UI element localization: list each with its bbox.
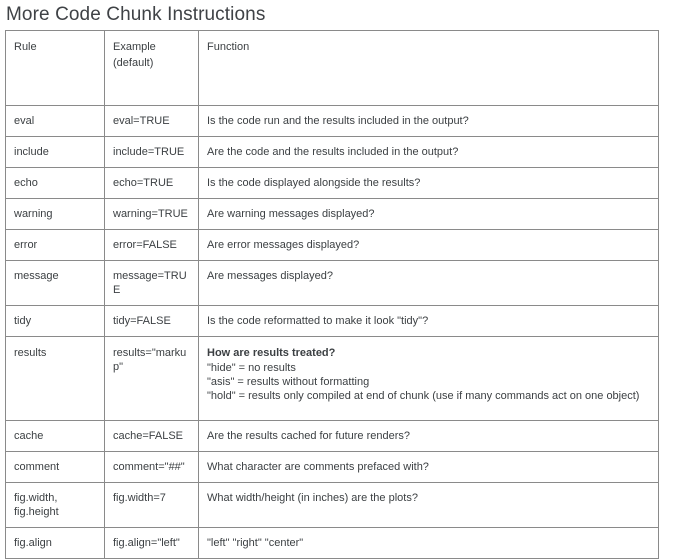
cell-rule: message [5, 260, 105, 306]
table-row-results: results results="markup" How are results… [5, 336, 659, 421]
table-row: comment comment="##" What character are … [5, 451, 659, 483]
table-container: Rule Example (default) Function eval eva… [5, 30, 659, 559]
cell-function: What character are comments prefaced wit… [198, 451, 659, 483]
results-option-asis: "asis" = results without formatting [207, 376, 370, 388]
cell-rule: warning [5, 198, 105, 230]
table-row: cache cache=FALSE Are the results cached… [5, 420, 659, 452]
column-header-rule-label: Rule [14, 41, 37, 53]
cell-function: What width/height (in inches) are the pl… [198, 482, 659, 528]
cell-rule: tidy [5, 305, 105, 337]
cell-example: eval=TRUE [104, 105, 199, 137]
cell-example: fig.align="left" [104, 527, 199, 559]
table-row: warning warning=TRUE Are warning message… [5, 198, 659, 230]
table-row: message message=TRUE Are messages displa… [5, 260, 659, 306]
table-row: tidy tidy=FALSE Is the code reformatted … [5, 305, 659, 337]
cell-example: include=TRUE [104, 136, 199, 168]
cell-example: echo=TRUE [104, 167, 199, 199]
cell-rule: error [5, 229, 105, 261]
column-header-example-label: Example [113, 41, 156, 53]
cell-rule: fig.align [5, 527, 105, 559]
table-row: fig.width, fig.height fig.width=7 What w… [5, 482, 659, 528]
cell-function: "left" "right" "center" [198, 527, 659, 559]
cell-example: warning=TRUE [104, 198, 199, 230]
results-option-hide: "hide" = no results [207, 362, 296, 374]
column-header-function-label: Function [207, 41, 250, 53]
page-root: More Code Chunk Instructions Rule Exampl… [5, 4, 659, 559]
column-header-rule: Rule [5, 30, 105, 106]
cell-rule: cache [5, 420, 105, 452]
cell-function: Is the code reformatted to make it look … [198, 305, 659, 337]
column-header-example: Example (default) [104, 30, 199, 106]
column-header-function: Function [198, 30, 659, 106]
cell-example: message=TRUE [104, 260, 199, 306]
cell-rule: fig.width, fig.height [5, 482, 105, 528]
cell-example: fig.width=7 [104, 482, 199, 528]
cell-rule: eval [5, 105, 105, 137]
cell-example: cache=FALSE [104, 420, 199, 452]
cell-rule: comment [5, 451, 105, 483]
results-heading: How are results treated? [207, 347, 336, 359]
cell-example: tidy=FALSE [104, 305, 199, 337]
cell-rule: include [5, 136, 105, 168]
cell-function: Are error messages displayed? [198, 229, 659, 261]
cell-example: error=FALSE [104, 229, 199, 261]
table-header-row: Rule Example (default) Function [5, 30, 659, 106]
cell-function: Are the results cached for future render… [198, 420, 659, 452]
cell-function: Is the code run and the results included… [198, 105, 659, 137]
cell-function-results: How are results treated? "hide" = no res… [198, 336, 659, 421]
cell-function: Are warning messages displayed? [198, 198, 659, 230]
table-row: include include=TRUE Are the code and th… [5, 136, 659, 168]
cell-function: Is the code displayed alongside the resu… [198, 167, 659, 199]
cell-rule: echo [5, 167, 105, 199]
table-row: fig.align fig.align="left" "left" "right… [5, 527, 659, 559]
table-row: error error=FALSE Are error messages dis… [5, 229, 659, 261]
results-option-hold: "hold" = results only compiled at end of… [207, 390, 640, 402]
page-title: More Code Chunk Instructions [6, 4, 266, 25]
cell-rule: results [5, 336, 105, 421]
table-header: Rule Example (default) Function [5, 30, 659, 106]
code-chunk-instructions-table: Rule Example (default) Function eval eva… [5, 30, 659, 559]
table-row: echo echo=TRUE Is the code displayed alo… [5, 167, 659, 199]
table-row: eval eval=TRUE Is the code run and the r… [5, 105, 659, 137]
table-body: eval eval=TRUE Is the code run and the r… [5, 105, 659, 559]
cell-function: Are messages displayed? [198, 260, 659, 306]
column-header-example-sublabel: (default) [113, 57, 154, 69]
cell-example: comment="##" [104, 451, 199, 483]
cell-example: results="markup" [104, 336, 199, 421]
cell-function: Are the code and the results included in… [198, 136, 659, 168]
